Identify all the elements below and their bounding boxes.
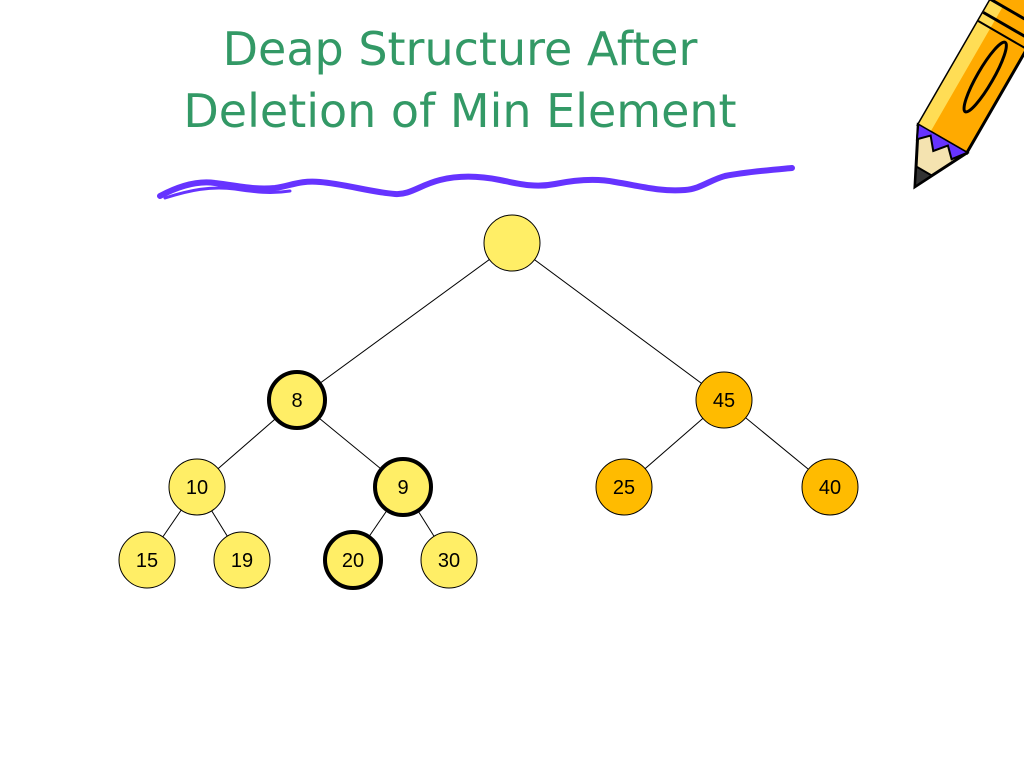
node-circle [213,531,271,589]
node-circle [118,531,176,589]
node-label: 25 [613,477,635,499]
tree-node-40: 40 [801,458,859,516]
tree-node-8: 8 [267,370,327,430]
tree-node-9: 9 [373,457,433,517]
node-circle [373,457,433,517]
node-circle [695,371,753,429]
node-circle [801,458,859,516]
node-circle [420,531,478,589]
tree-node-19: 19 [213,531,271,589]
node-label: 19 [231,550,253,572]
node-circle [168,458,226,516]
edge-root-n8 [296,242,513,401]
title-line-2: Deletion of Min Element [183,84,737,138]
tree-node-45: 45 [695,371,753,429]
node-label: 9 [397,477,408,499]
tree-node-15: 15 [118,531,176,589]
node-circle [595,458,653,516]
node-label: 20 [342,550,364,572]
tree-nodes: 8 10 9 15 19 20 30 45 25 40 [118,214,859,590]
node-circle [483,214,541,272]
node-label: 15 [136,550,158,572]
title-line-1: Deap Structure After [222,22,698,76]
tree-node-30: 30 [420,531,478,589]
node-circle [267,370,327,430]
node-label: 40 [819,477,841,499]
node-label: 45 [713,390,735,412]
tree-node-25: 25 [595,458,653,516]
node-label: 10 [186,477,208,499]
edge-root-n45 [511,242,725,401]
tree-node-empty [483,214,541,272]
node-label: 30 [438,550,460,572]
tree-node-20: 20 [323,530,383,590]
tree-node-10: 10 [168,458,226,516]
slide-title: Deap Structure After Deletion of Min Ele… [100,18,820,142]
node-label: 8 [291,390,302,412]
node-circle [323,530,383,590]
